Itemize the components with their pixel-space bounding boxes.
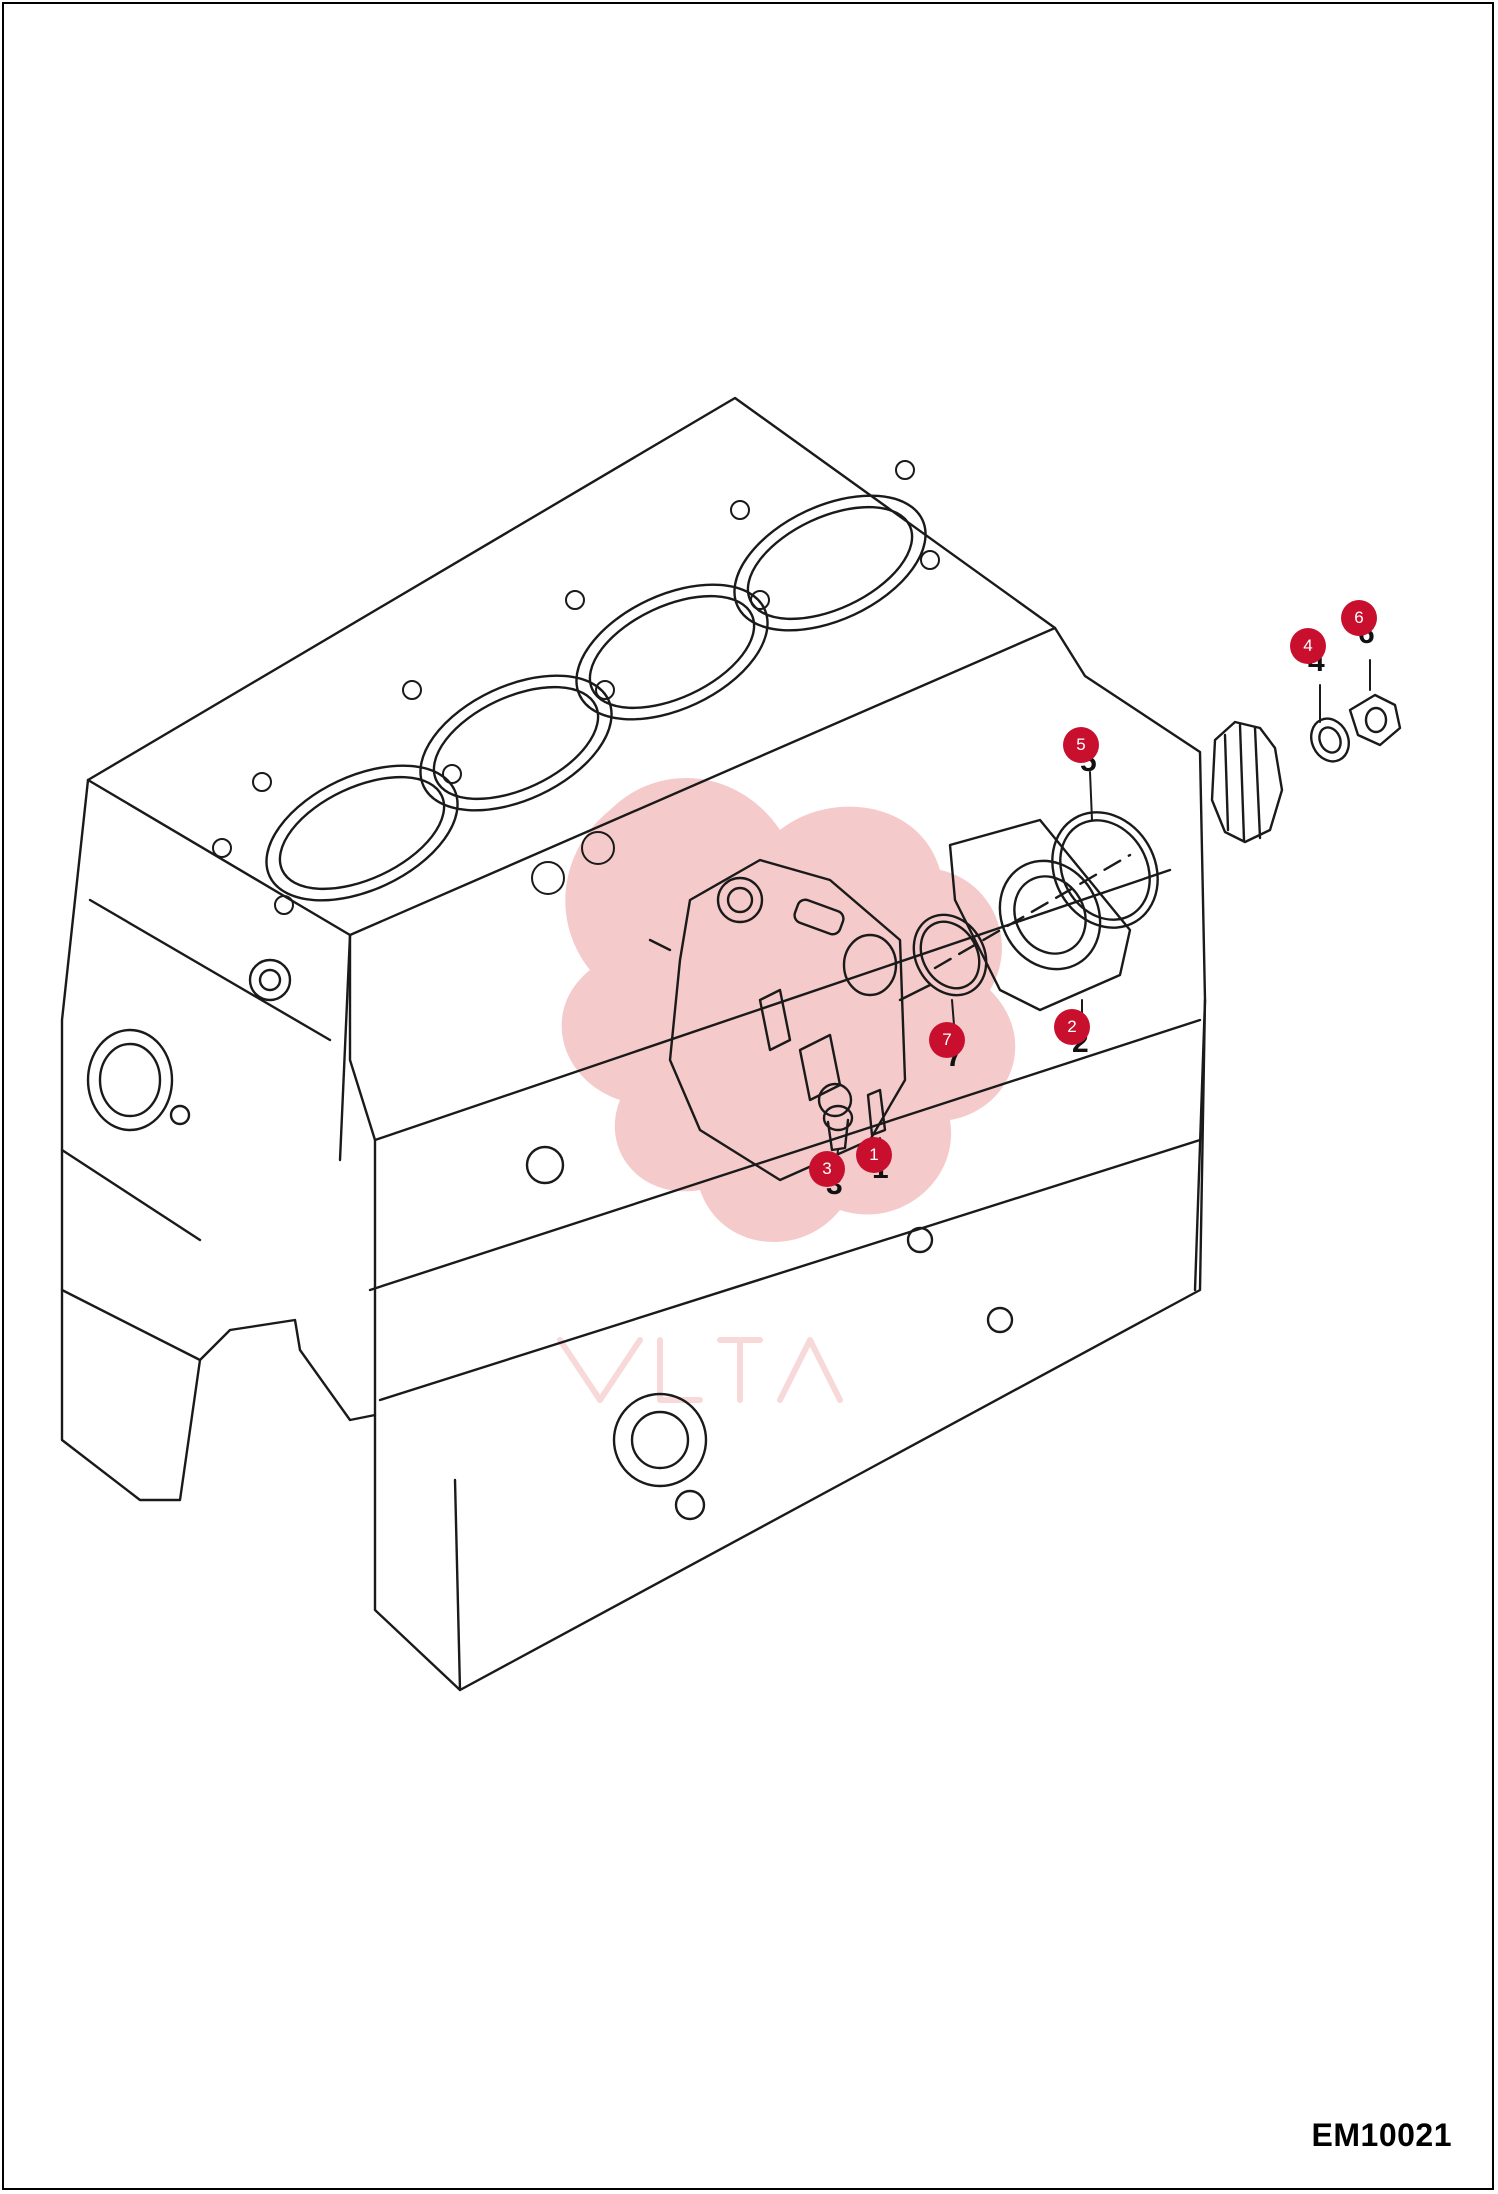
callout-part-7[interactable]: 7	[929, 1022, 965, 1058]
drive-gear-part	[1210, 720, 1284, 844]
nut-part-6	[1348, 693, 1402, 747]
callout-part-4[interactable]: 4	[1290, 628, 1326, 664]
deck-bolt-holes	[212, 460, 940, 915]
watermark-ring	[557, 1337, 843, 1403]
o-ring-part-7	[912, 913, 988, 997]
callout-part-6[interactable]: 6	[1341, 600, 1377, 636]
bolt-part-3	[822, 1104, 854, 1152]
pump-mounting-flange	[948, 818, 1132, 1012]
washer-part-4	[1310, 717, 1350, 763]
diagram-code: EM10021	[1311, 2117, 1452, 2153]
callout-part-2[interactable]: 2	[1054, 1009, 1090, 1045]
callout-part-5[interactable]: 5	[1063, 727, 1099, 763]
callout-part-1[interactable]: 1	[856, 1137, 892, 1173]
bolt-part-1	[866, 1088, 887, 1137]
assembly-axis-line	[933, 853, 1132, 970]
oil-filter-boss	[525, 1145, 1014, 1521]
end-face-boss	[86, 958, 292, 1132]
engine-block-outline	[60, 396, 1207, 1692]
callout-part-3[interactable]: 3	[809, 1151, 845, 1187]
watermark-logo	[561, 777, 1016, 1243]
